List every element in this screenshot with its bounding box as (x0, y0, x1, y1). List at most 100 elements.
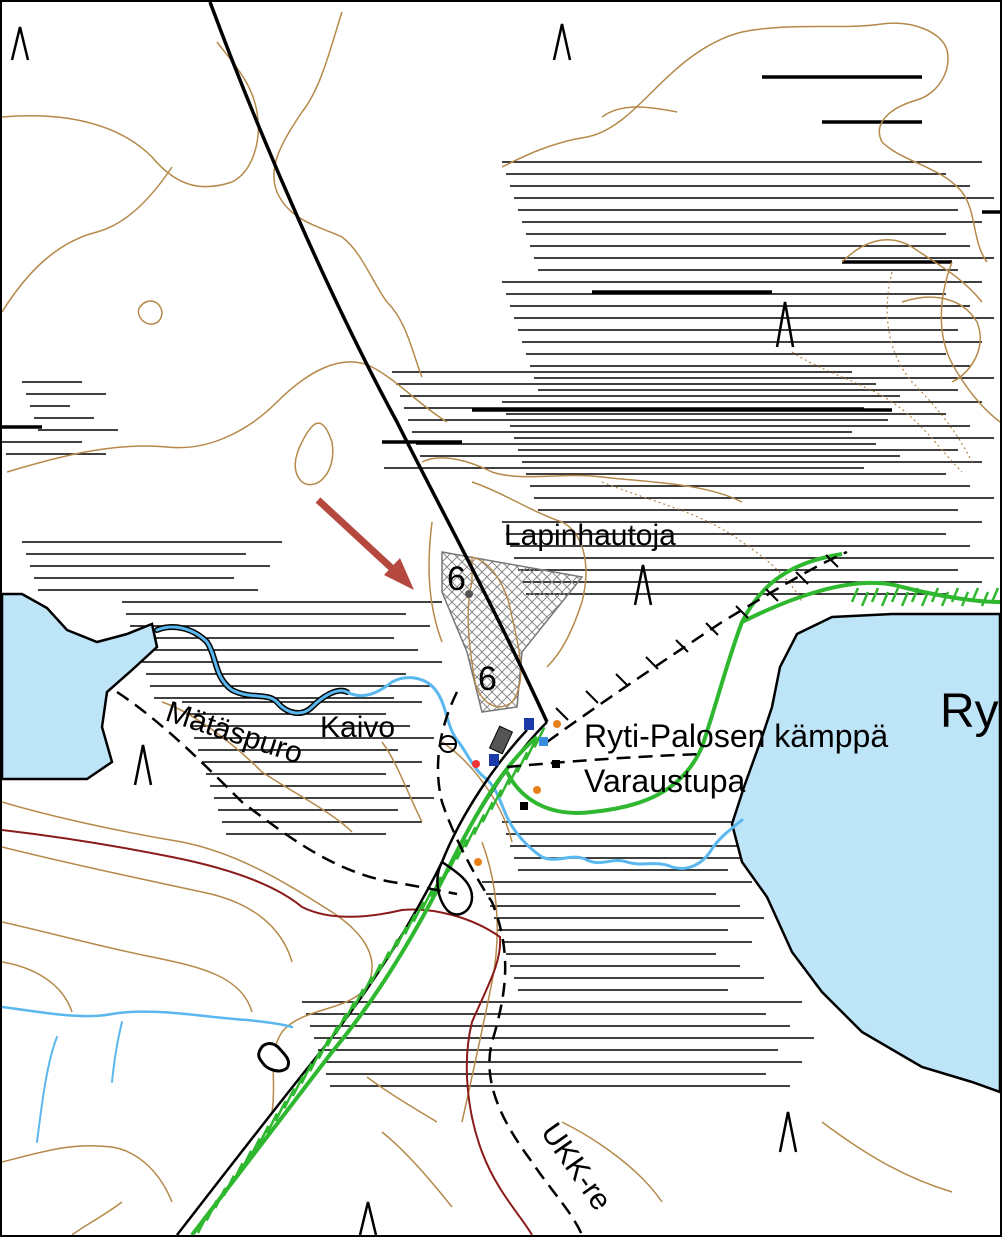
well-symbol (439, 735, 458, 753)
trail-tick (990, 587, 1000, 603)
railway-tick (705, 622, 719, 636)
gravel-pit[interactable] (441, 551, 584, 713)
sauna-pond-outline (436, 860, 474, 916)
label-kaivo: Kaivo (320, 711, 395, 744)
trail-tick (860, 591, 870, 607)
trail-tick (429, 876, 442, 898)
label-lake: Ry (940, 685, 999, 738)
trail-tick (205, 1199, 218, 1222)
railway-tick (615, 673, 629, 687)
trail-tick (222, 1175, 235, 1197)
trail-green-ticks (196, 587, 1000, 1234)
trail-tick (265, 1112, 279, 1134)
streams (2, 624, 744, 1143)
lake-east (730, 612, 1000, 1094)
trail-tick (334, 1013, 348, 1035)
building-icon (488, 725, 514, 755)
trail-tick (498, 776, 511, 798)
buildings (472, 718, 561, 866)
building-icon (539, 737, 548, 746)
building-icon (552, 760, 560, 768)
trail-tick (231, 1162, 244, 1184)
gravel-pit-contour (467, 556, 522, 708)
trail-tick (395, 926, 408, 948)
contour-lines (2, 11, 1000, 1235)
trail-tick (940, 591, 950, 607)
trail-tick (214, 1187, 227, 1209)
contour-dotted (601, 271, 973, 603)
marsh-symbol (778, 1111, 798, 1153)
trail-tick (880, 591, 890, 607)
trail-tick (930, 587, 940, 603)
railway-tick (825, 554, 839, 568)
trail-tick (240, 1150, 253, 1172)
trail-tick (378, 950, 391, 973)
building-icon (489, 754, 499, 766)
trail-tick (283, 1087, 296, 1110)
trail-tick (890, 587, 900, 603)
railway-tick (795, 571, 809, 585)
trail-green[interactable] (190, 552, 1000, 1235)
trail-tick (870, 587, 880, 603)
road-main-parallel (176, 729, 528, 1235)
building-icon (474, 858, 482, 866)
label-lapinhautoja: Lapinhautoja (504, 519, 676, 552)
label-varaustupa: Varaustupa (584, 763, 746, 799)
trail-tick (524, 739, 537, 761)
lake-west (2, 592, 159, 781)
paths-dashed (116, 550, 848, 1235)
arrow-pointer (315, 497, 414, 590)
trail-tick (274, 1100, 287, 1122)
trail-tick (257, 1125, 270, 1147)
trail-tick (900, 591, 910, 607)
trail-tick (850, 587, 860, 603)
trail-tick (481, 801, 494, 823)
trail-tick (970, 587, 980, 603)
label-kamppa: Ryti-Palosen kämppä (584, 718, 888, 754)
railway-tick (555, 707, 569, 721)
rock-symbol (257, 1042, 291, 1073)
trail-tick (438, 863, 451, 885)
trail-tick (980, 591, 990, 607)
trail-tick (309, 1050, 322, 1072)
pit-symbol-lower: 6 (478, 660, 497, 698)
trail-tick (300, 1063, 313, 1085)
railway-ticks (555, 554, 839, 721)
marsh-symbol (358, 1201, 378, 1235)
trail-tick (507, 764, 520, 786)
trail-tick (950, 587, 960, 603)
trail-tick (412, 901, 425, 923)
trail-tick (960, 591, 970, 607)
pit-symbol-upper: 6 (447, 560, 466, 598)
building-icon (524, 718, 534, 730)
marsh-symbol (775, 301, 795, 348)
label-trail: UKK-re (534, 1117, 617, 1216)
trail-tick (516, 751, 529, 773)
trail-tick (248, 1137, 261, 1159)
trail-tick (360, 975, 373, 998)
trail-tick (352, 988, 365, 1010)
building-icon (553, 720, 561, 728)
railway-tick (765, 588, 779, 602)
trail-tick (343, 1000, 356, 1022)
power-line (208, 2, 549, 723)
marsh-symbol (633, 564, 653, 606)
railway-tick (735, 605, 749, 619)
railway-tick (585, 690, 599, 704)
trail-tick (403, 913, 417, 935)
trail-tick (386, 938, 399, 960)
trail-tick (910, 587, 920, 603)
trail-tick (464, 826, 477, 848)
trail-tick (317, 1038, 330, 1060)
building-icon (533, 786, 541, 794)
trail-tick (421, 888, 434, 910)
survey-point (465, 590, 473, 598)
trail-tick (472, 814, 486, 836)
trail-tick (326, 1025, 339, 1047)
trail-tick (490, 789, 503, 811)
trail-tick (291, 1075, 304, 1097)
trail-tick (196, 1212, 210, 1234)
railway-tick (645, 656, 659, 670)
